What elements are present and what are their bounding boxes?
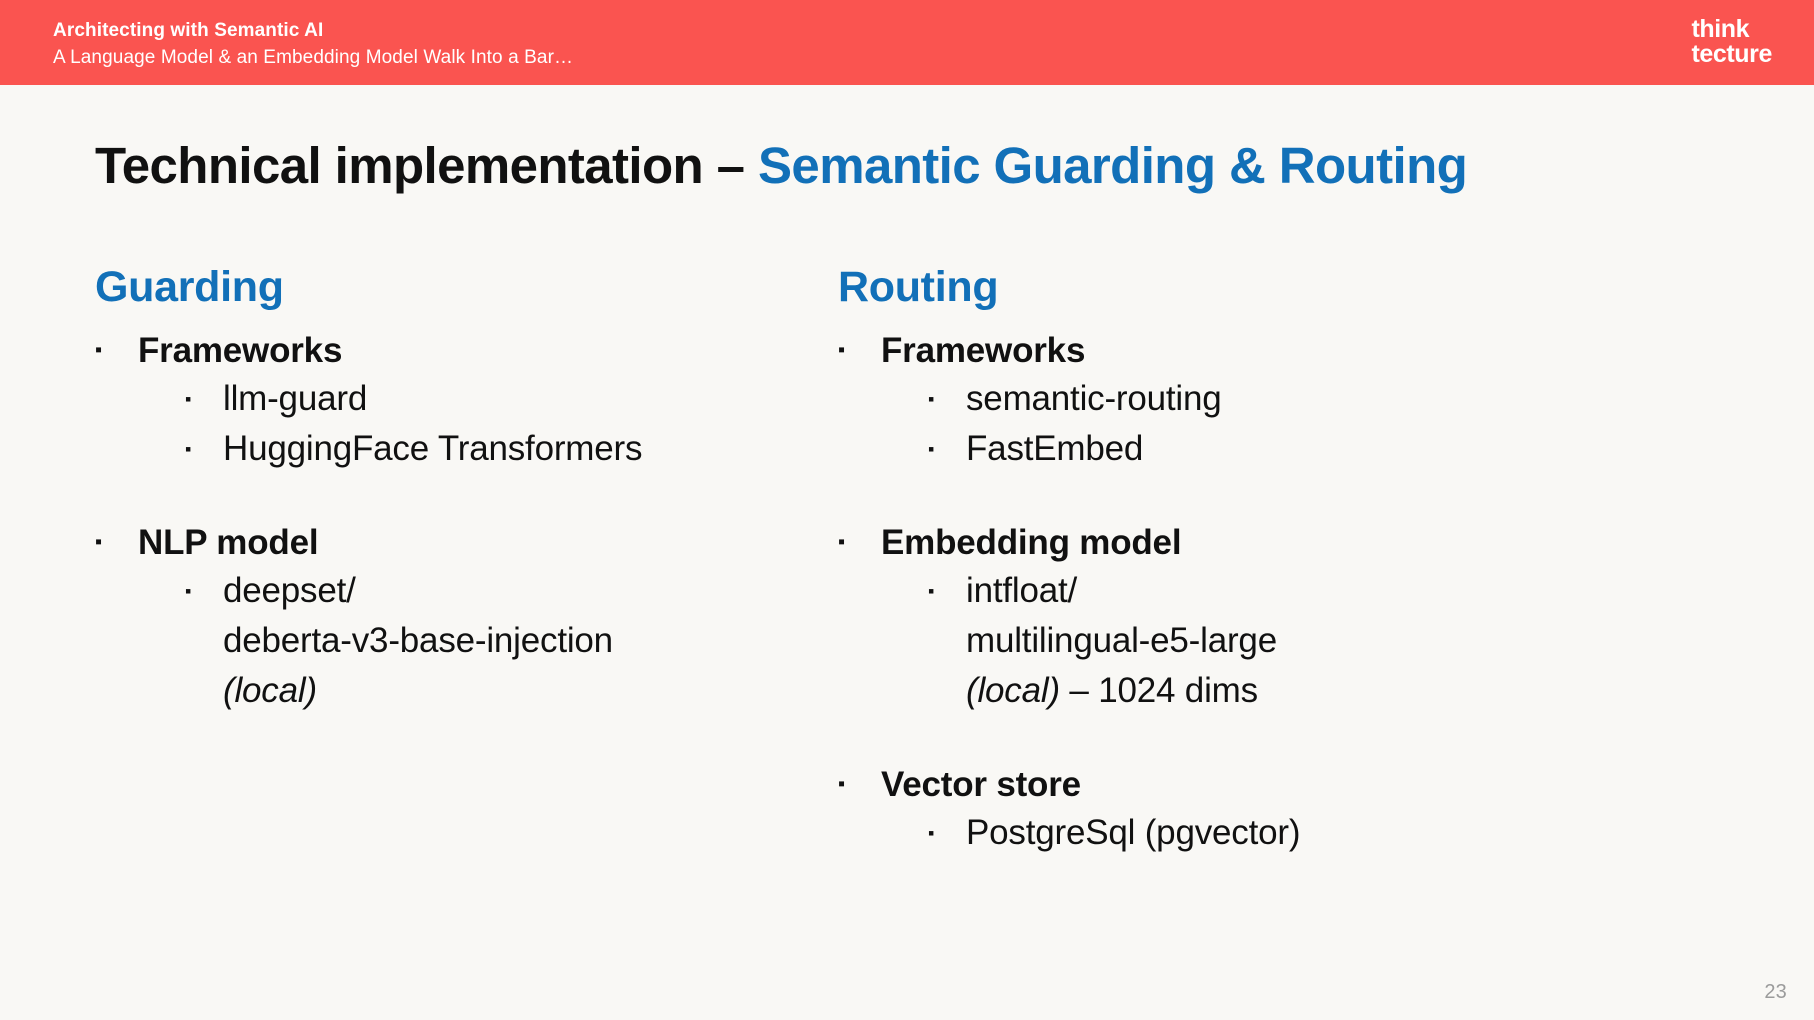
slide-title-accent: Semantic Guarding & Routing [758, 137, 1468, 194]
square-bullet-icon: ▪ [928, 439, 935, 459]
square-bullet-icon: ▪ [185, 439, 192, 459]
list-item: ▪ FastEmbed [928, 424, 1598, 474]
group-label-row: ▪ Frameworks [838, 327, 1598, 374]
list-item: ▪ deepset/ deberta-v3-base-injection (lo… [185, 566, 815, 716]
column-routing: Routing ▪ Frameworks ▪ semantic-routing … [838, 263, 1598, 858]
logo-line-tecture: tecture [1691, 40, 1772, 68]
square-bullet-icon: ▪ [185, 581, 192, 601]
list-item: ▪ intfloat/ multilingual-e5-large (local… [928, 566, 1598, 716]
square-bullet-icon: ▪ [928, 823, 935, 843]
model-note: (local) – 1024 dims [966, 666, 1598, 716]
group-label-row: ▪ NLP model [95, 519, 815, 566]
list-item: ▪ semantic-routing [928, 374, 1598, 424]
sub-list: ▪ llm-guard ▪ HuggingFace Transformers [95, 374, 815, 474]
spacer [838, 474, 1598, 519]
deck-subtitle: A Language Model & an Embedding Model Wa… [53, 47, 574, 68]
square-bullet-icon: ▪ [928, 389, 935, 409]
model-name: deberta-v3-base-injection [223, 621, 613, 660]
list-item: ▪ Embedding model ▪ intfloat/ multilingu… [838, 519, 1598, 716]
header-bar: Architecting with Semantic AI A Language… [0, 0, 1814, 85]
model-owner: intfloat/ [966, 571, 1078, 610]
group-label: NLP model [138, 523, 319, 562]
sub-item-text: semantic-routing [966, 379, 1222, 418]
guarding-list: ▪ Frameworks ▪ llm-guard ▪ HuggingFace T… [95, 327, 815, 716]
list-item: ▪ NLP model ▪ deepset/ deberta-v3-base-i… [95, 519, 815, 716]
list-item: ▪ Vector store ▪ PostgreSql (pgvector) [838, 761, 1598, 858]
square-bullet-icon: ▪ [95, 339, 102, 361]
slide-number: 23 [1764, 981, 1787, 1003]
sub-item-text: intfloat/ multilingual-e5-large (local) … [966, 566, 1598, 716]
sub-item-text: FastEmbed [966, 429, 1144, 468]
group-label: Embedding model [881, 523, 1182, 562]
list-item: ▪ llm-guard [185, 374, 815, 424]
group-label-row: ▪ Embedding model [838, 519, 1598, 566]
sub-item-text: HuggingFace Transformers [223, 429, 643, 468]
slide-title: Technical implementation – Semantic Guar… [95, 136, 1468, 195]
model-note-rest: – 1024 dims [1059, 671, 1258, 710]
list-item: ▪ HuggingFace Transformers [185, 424, 815, 474]
logo-line-think: think [1691, 15, 1750, 43]
group-label: Frameworks [138, 331, 343, 370]
model-owner: deepset/ [223, 571, 356, 610]
sub-list: ▪ semantic-routing ▪ FastEmbed [838, 374, 1598, 474]
deck-title: Architecting with Semantic AI [53, 20, 324, 41]
group-label-row: ▪ Frameworks [95, 327, 815, 374]
list-item: ▪ Frameworks ▪ semantic-routing ▪ FastEm… [838, 327, 1598, 474]
column-heading-routing: Routing [838, 263, 999, 311]
sub-list: ▪ intfloat/ multilingual-e5-large (local… [838, 566, 1598, 716]
sub-item-text: deepset/ deberta-v3-base-injection (loca… [223, 566, 815, 716]
model-note: (local) [223, 666, 815, 716]
square-bullet-icon: ▪ [95, 531, 102, 553]
thinktecture-logo: think tecture [1691, 17, 1772, 67]
column-guarding: Guarding ▪ Frameworks ▪ llm-guard ▪ Hugg… [95, 263, 815, 716]
column-heading-guarding: Guarding [95, 263, 284, 311]
model-note-italic: (local) [966, 671, 1060, 710]
list-item: ▪ Frameworks ▪ llm-guard ▪ HuggingFace T… [95, 327, 815, 474]
sub-item-text: llm-guard [223, 379, 368, 418]
slide-title-main: Technical implementation – [95, 137, 759, 194]
spacer [838, 716, 1598, 761]
spacer [95, 474, 815, 519]
sub-item-text: PostgreSql (pgvector) [966, 813, 1301, 852]
group-label: Vector store [881, 765, 1081, 804]
model-note-italic: (local) [223, 671, 317, 710]
square-bullet-icon: ▪ [928, 581, 935, 601]
model-name: multilingual-e5-large [966, 621, 1277, 660]
list-item: ▪ PostgreSql (pgvector) [928, 808, 1598, 858]
routing-list: ▪ Frameworks ▪ semantic-routing ▪ FastEm… [838, 327, 1598, 858]
square-bullet-icon: ▪ [838, 773, 845, 795]
group-label-row: ▪ Vector store [838, 761, 1598, 808]
sub-list: ▪ PostgreSql (pgvector) [838, 808, 1598, 858]
group-label: Frameworks [881, 331, 1086, 370]
square-bullet-icon: ▪ [185, 389, 192, 409]
square-bullet-icon: ▪ [838, 339, 845, 361]
square-bullet-icon: ▪ [838, 531, 845, 553]
header-text-block: Architecting with Semantic AI A Language… [53, 18, 573, 72]
sub-list: ▪ deepset/ deberta-v3-base-injection (lo… [95, 566, 815, 716]
